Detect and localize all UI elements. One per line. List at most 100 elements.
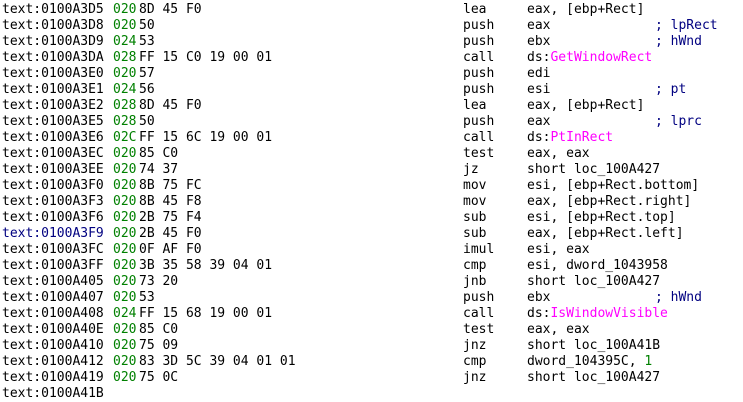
operand[interactable]: ebx (527, 290, 551, 305)
mnemonic: cmp (463, 354, 487, 369)
operand[interactable]: eax, eax (527, 322, 590, 337)
stack-pointer: 020 (113, 162, 137, 177)
address[interactable]: text:0100A3F9 (2, 226, 104, 241)
operand[interactable]: eax (527, 18, 551, 33)
api-symbol[interactable]: IsWindowVisible (550, 306, 668, 321)
address[interactable]: text:0100A3E2 (2, 98, 104, 113)
operand[interactable]: ds:GetWindowRect (527, 50, 652, 66)
address[interactable]: text:0100A3F6 (2, 210, 104, 225)
mnemonic: test (463, 146, 495, 161)
address[interactable]: text:0100A40E (2, 322, 104, 337)
operand[interactable]: esi, [ebp+Rect.bottom] (527, 178, 700, 193)
operand[interactable]: eax, [ebp+Rect.left] (527, 226, 684, 241)
operand[interactable]: ds:PtInRect (527, 130, 613, 146)
operand[interactable]: esi, eax (527, 242, 590, 257)
address[interactable]: text:0100A408 (2, 306, 104, 321)
address[interactable]: text:0100A3E5 (2, 114, 104, 129)
address[interactable]: text:0100A3DA (2, 50, 104, 65)
address[interactable]: text:0100A3EC (2, 146, 104, 161)
opcode-bytes: 85 C0 (139, 146, 179, 161)
disasm-line[interactable]: text:0100A41B (0, 386, 743, 402)
operand[interactable]: eax, [ebp+Rect] (527, 98, 645, 113)
address[interactable]: text:0100A3E6 (2, 130, 104, 145)
opcode-bytes: 8D 45 F0 (139, 98, 202, 113)
address[interactable]: text:0100A3E0 (2, 66, 104, 81)
opcode-bytes: 2B 75 F4 (139, 210, 202, 225)
stack-pointer: 020 (113, 178, 137, 193)
mnemonic: call (463, 306, 495, 321)
address[interactable]: text:0100A3FF (2, 258, 104, 273)
operand[interactable]: esi, [ebp+Rect.top] (527, 210, 676, 225)
address[interactable]: text:0100A3D9 (2, 34, 104, 49)
address[interactable]: text:0100A419 (2, 370, 104, 385)
operand[interactable]: edi (527, 66, 551, 81)
api-symbol[interactable]: GetWindowRect (550, 50, 653, 65)
opcode-bytes: 3B 35 58 39 04 01 (139, 258, 273, 273)
operand[interactable]: eax, [ebp+Rect.right] (527, 194, 692, 209)
mnemonic: call (463, 50, 495, 65)
operand[interactable]: eax, [ebp+Rect] (527, 2, 645, 17)
stack-pointer: 024 (113, 34, 137, 49)
operand[interactable]: short loc_100A427 (527, 162, 661, 177)
address[interactable]: text:0100A3F3 (2, 194, 104, 209)
address[interactable]: text:0100A3EE (2, 162, 104, 177)
address[interactable]: text:0100A3E1 (2, 82, 104, 97)
operand[interactable]: dword_104395C, 1 (527, 354, 652, 370)
comment: ; lpRect (655, 18, 718, 33)
stack-pointer: 024 (113, 306, 137, 321)
operand[interactable]: short loc_100A427 (527, 370, 661, 385)
mnemonic: test (463, 322, 495, 337)
address[interactable]: text:0100A3D8 (2, 18, 104, 33)
opcode-bytes: 50 (139, 18, 155, 33)
api-symbol[interactable]: PtInRect (550, 130, 614, 145)
address[interactable]: text:0100A41B (2, 386, 104, 401)
address[interactable]: text:0100A3D5 (2, 2, 104, 17)
stack-pointer: 020 (113, 322, 137, 337)
address[interactable]: text:0100A3F0 (2, 178, 104, 193)
address[interactable]: text:0100A405 (2, 274, 104, 289)
operand[interactable]: esi (527, 82, 551, 97)
address[interactable]: text:0100A407 (2, 290, 104, 305)
operand[interactable]: eax (527, 114, 551, 129)
mnemonic: push (463, 66, 495, 81)
address[interactable]: text:0100A412 (2, 354, 104, 369)
address[interactable]: text:0100A410 (2, 338, 104, 353)
operand[interactable]: short loc_100A427 (527, 274, 661, 289)
mnemonic: mov (463, 178, 487, 193)
operand[interactable]: eax, eax (527, 146, 590, 161)
address[interactable]: text:0100A3FC (2, 242, 104, 257)
stack-pointer: 020 (113, 226, 137, 241)
operand[interactable]: short loc_100A41B (527, 338, 661, 353)
opcode-bytes: 74 37 (139, 162, 179, 177)
operand[interactable]: ebx (527, 34, 551, 49)
opcode-bytes: 8D 45 F0 (139, 2, 202, 17)
operand[interactable]: ds:IsWindowVisible (527, 306, 668, 322)
operand[interactable]: esi, dword_1043958 (527, 258, 668, 273)
comment: ; hWnd (655, 290, 702, 305)
